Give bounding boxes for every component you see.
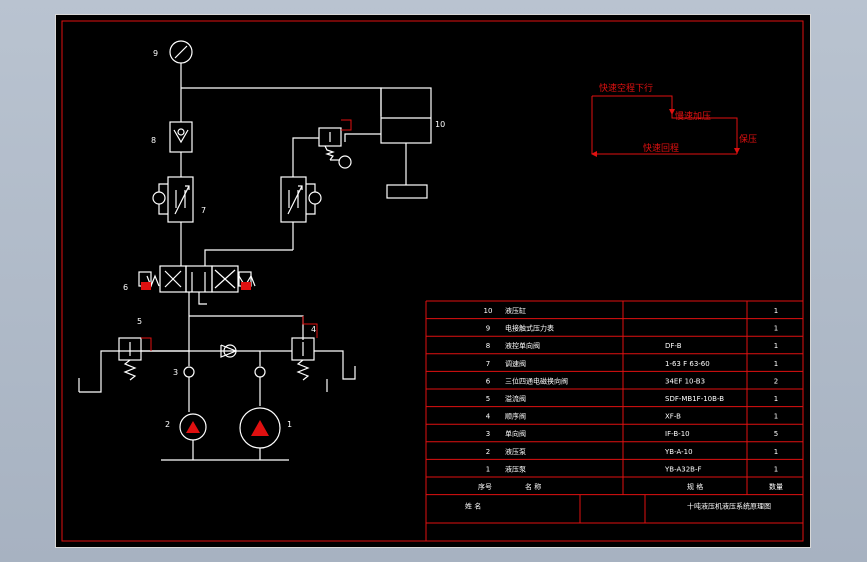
table-cell-name: 电接触式压力表	[505, 324, 554, 333]
label-10: 10	[435, 120, 445, 129]
table-cell-spec: DF-B	[665, 342, 682, 350]
pressure-gauge	[169, 40, 193, 122]
table-cell-qty: 1	[774, 395, 778, 403]
table-header-name: 名 称	[525, 482, 541, 491]
pump-check-valve	[189, 344, 292, 358]
pilot-check-valve	[169, 121, 193, 177]
hydraulic-schematic: 9 10 8 7 6 5 4 3 2 1 快速空程下行 慢速加压 保压 快速回程…	[55, 14, 811, 548]
table-header-qty: 数量	[769, 482, 783, 491]
table-cell-no: 5	[486, 395, 490, 403]
table-cell-spec: SDF-MB1F-10B-B	[665, 395, 724, 403]
table-cell-name: 液控单向阀	[505, 341, 540, 350]
table-cell-qty: 1	[774, 342, 778, 350]
pressure-line	[181, 87, 382, 116]
table-cell-qty: 1	[774, 448, 778, 456]
table-cell-no: 4	[486, 413, 491, 421]
label-3: 3	[173, 368, 178, 377]
table-cell-qty: 5	[774, 430, 778, 438]
cycle-step-4: 快速回程	[643, 142, 679, 154]
table-cell-qty: 1	[774, 307, 778, 315]
label-8: 8	[151, 136, 156, 145]
pump-large-arrow	[251, 420, 269, 436]
table-cell-no: 8	[486, 342, 490, 350]
relief-valve	[118, 337, 189, 381]
table-cell-name: 调速阀	[505, 359, 526, 368]
table-cell-no: 1	[486, 465, 490, 473]
label-6: 6	[123, 283, 128, 292]
table-cell-name: 顺序阀	[505, 412, 526, 421]
check-valve-3a	[183, 366, 195, 378]
pilot-red-upper	[341, 119, 352, 131]
table-footer-title: 十吨液压机液压系统原理图	[687, 502, 771, 511]
table-footer-name-label: 姓 名	[465, 502, 481, 511]
pump-small-arrow	[186, 421, 200, 433]
table-cell-no: 2	[486, 448, 490, 456]
label-7: 7	[201, 206, 206, 215]
table-cell-name: 液压泵	[505, 464, 526, 473]
table-cell-spec: 1-63 F 63-60	[665, 360, 710, 368]
label-5: 5	[137, 317, 142, 326]
throttle-valve-right	[280, 137, 322, 250]
sequence-pilot	[189, 315, 304, 340]
table-cell-spec: YB-A32B-F	[664, 465, 702, 473]
table-cell-qty: 1	[774, 360, 778, 368]
table-cell-spec: YB-A-10	[664, 448, 693, 456]
main-line	[79, 316, 190, 393]
check-valve-3b	[254, 366, 266, 378]
sequence-valve	[291, 337, 356, 381]
throttle-valve-left	[152, 176, 194, 250]
table-cell-name: 单向阀	[505, 429, 526, 438]
solenoid-right	[241, 282, 251, 290]
outer-border	[55, 14, 811, 548]
table-cell-no: 3	[486, 430, 490, 438]
table-cell-no: 9	[486, 325, 490, 333]
table-cell-no: 7	[486, 360, 490, 368]
label-9: 9	[153, 49, 158, 58]
pilot-red-4	[302, 316, 318, 338]
parts-table: 10 液压缸 1 9 电接触式压力表 1 8 液控单向阀 DF-B 1 7 调速阀 1-63 F 63-…	[425, 300, 804, 541]
table-header-no: 序号	[478, 482, 492, 491]
cycle-step-3: 保压	[739, 133, 757, 145]
cycle-step-1: 快速空程下行	[599, 82, 653, 94]
table-cell-qty: 2	[774, 377, 778, 385]
solenoid-left	[141, 282, 151, 290]
label-2: 2	[165, 420, 170, 429]
drawing-canvas: 9 10 8 7 6 5 4 3 2 1 快速空程下行 慢速加压 保压 快速回程…	[55, 14, 811, 548]
table-cell-spec: IF-B-10	[665, 430, 690, 438]
table-cell-name: 液压泵	[505, 447, 526, 456]
table-cell-qty: 1	[774, 465, 778, 473]
pilot-red-5	[141, 337, 152, 351]
table-header-spec: 规 格	[687, 482, 703, 491]
hydraulic-cylinder	[344, 87, 432, 199]
table-cell-name: 三位四通电磁换向阀	[505, 376, 568, 385]
table-cell-no: 6	[486, 377, 491, 385]
table-cell-spec: XF-B	[665, 413, 681, 421]
sequence-valve-upper	[318, 127, 352, 169]
label-4: 4	[311, 325, 316, 334]
table-cell-no: 10	[484, 307, 493, 315]
directional-valve	[138, 265, 256, 316]
table-cell-name: 溢流阀	[505, 394, 526, 403]
cycle-step-2: 慢速加压	[675, 110, 711, 122]
label-1: 1	[287, 420, 292, 429]
table-cell-qty: 1	[774, 325, 778, 333]
cycle-diagram: 快速空程下行 慢速加压 保压 快速回程	[591, 82, 757, 157]
table-cell-qty: 1	[774, 413, 778, 421]
table-cell-name: 液压缸	[505, 306, 526, 315]
line-b	[204, 249, 293, 266]
table-cell-spec: 34EF 10-B3	[665, 377, 705, 385]
inner-frame	[61, 20, 804, 542]
